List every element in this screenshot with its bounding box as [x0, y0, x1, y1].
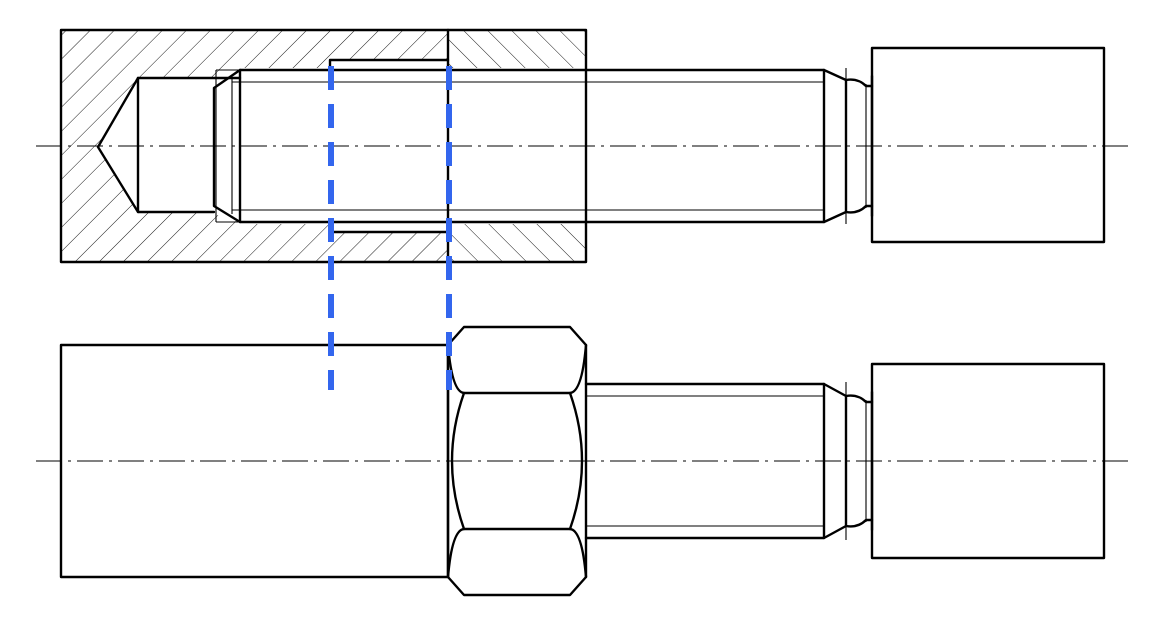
hex-face-bottom — [446, 527, 588, 579]
housing-section-left — [61, 30, 448, 262]
projection-lines — [328, 66, 452, 390]
hex-nut — [446, 325, 588, 597]
hex-face-top — [446, 343, 588, 395]
exterior-view — [36, 325, 1130, 597]
screw-head — [870, 46, 1106, 244]
drill-hole — [96, 76, 242, 214]
section-view — [36, 28, 1130, 264]
